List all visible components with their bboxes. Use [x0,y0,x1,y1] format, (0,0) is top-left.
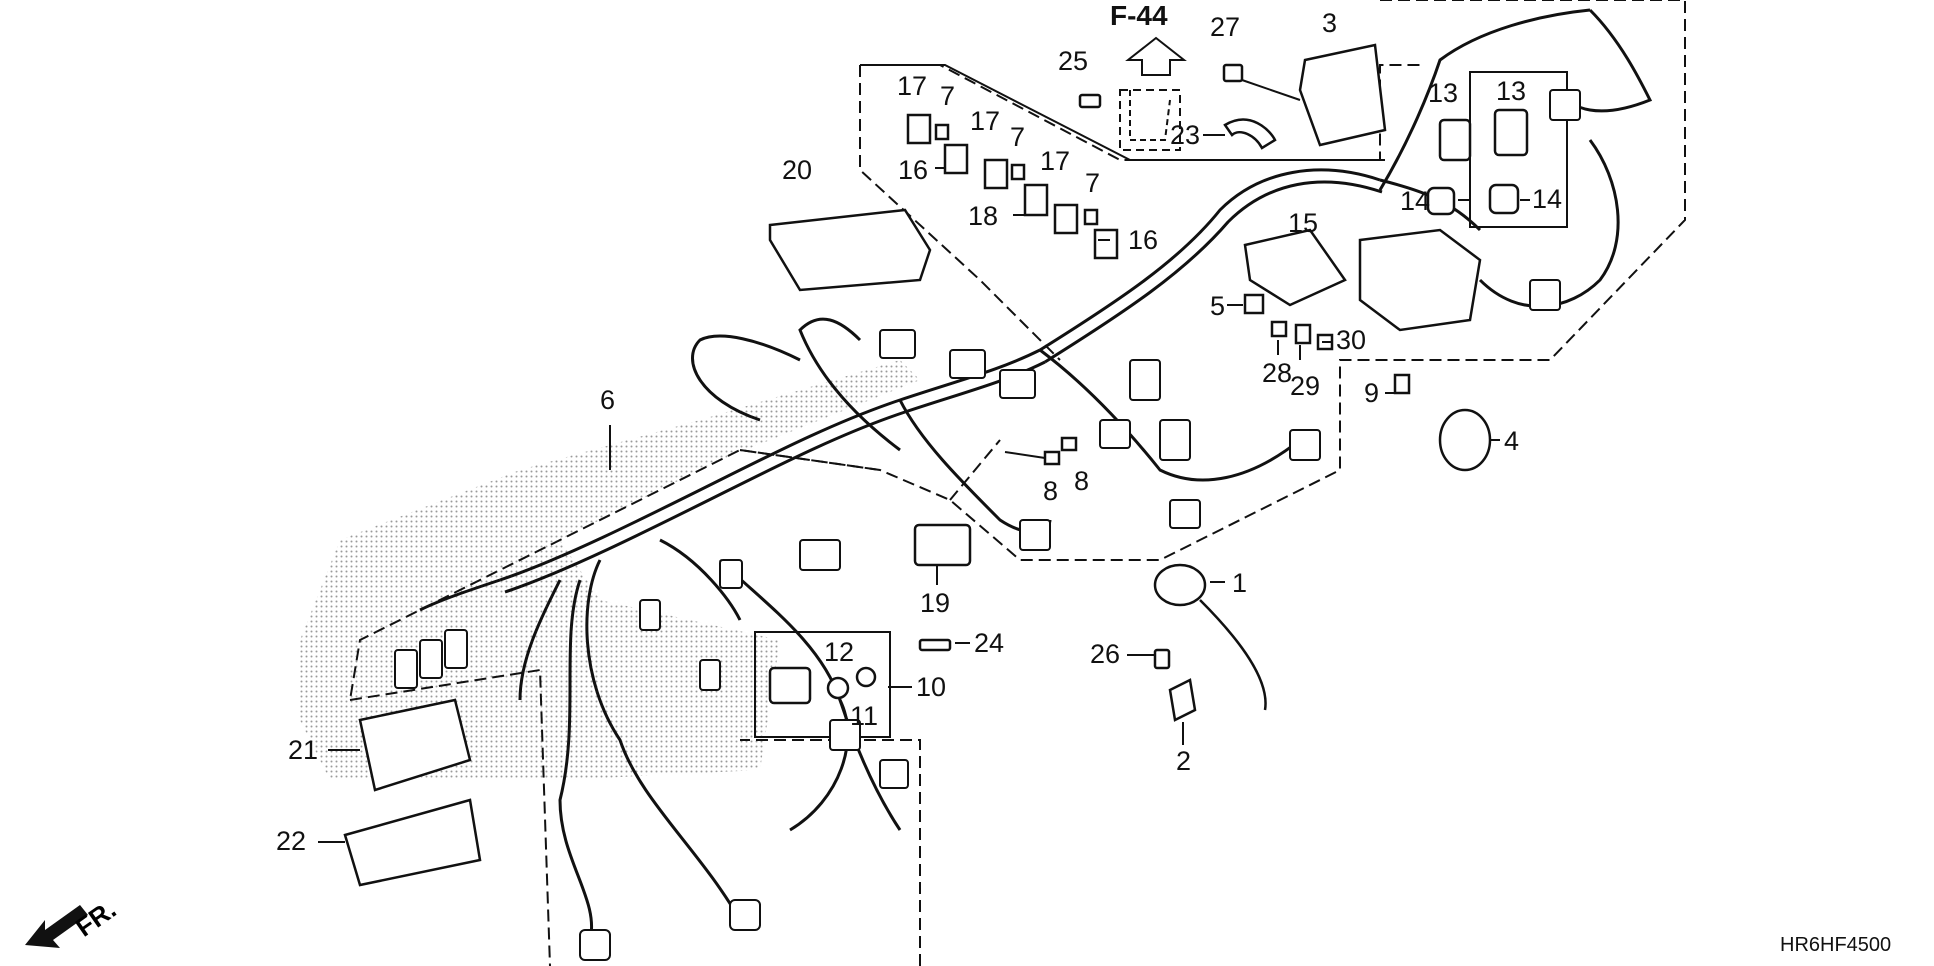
callout-7c: 7 [1085,168,1101,198]
part-3-ecu [1298,43,1387,147]
callout-25: 25 [1058,46,1089,76]
front-direction-arrow [25,905,88,948]
callout-14a: 14 [1400,186,1431,216]
f44-box [1119,89,1181,151]
callout-16a: 16 [898,155,929,185]
part-14b [1488,183,1520,215]
relay-rack-box [860,64,1385,161]
stipple-background [300,360,920,780]
drawing-code: HR6HF4500 [1780,934,1892,956]
callout-30: 30 [1336,325,1367,355]
part-11 [855,666,877,688]
part-2-plug-cap [1168,678,1197,722]
callout-7a: 7 [940,81,956,111]
callout-17a: 17 [897,71,928,101]
part-21 [358,698,472,792]
callout-5: 5 [1210,291,1226,321]
part-8a [1043,450,1061,466]
callout-14b: 14 [1532,184,1563,214]
part-29 [1294,323,1312,345]
callout-11: 11 [850,701,879,731]
callout-26: 26 [1090,639,1121,669]
callout-9: 9 [1364,378,1380,408]
part-27-bolt [1222,63,1244,83]
part-4-coil [1438,408,1492,472]
callout-13a: 13 [1428,78,1459,108]
callout-16b: 16 [1128,225,1159,255]
part-13b [1493,108,1529,157]
callout-23: 23 [1170,120,1201,150]
callout-2: 2 [1176,746,1192,776]
group-outlines [349,0,1686,966]
leader-lines [318,79,1530,843]
callout-4: 4 [1504,426,1520,456]
callout-7b: 7 [1010,122,1026,152]
f44-dashed-pointer [1129,90,1171,141]
callout-21: 21 [288,735,319,765]
harness-connectors [394,89,1581,961]
callout-18: 18 [968,201,999,231]
part-13a [1438,118,1472,162]
part-5 [1243,293,1265,315]
part-24-bolt [918,638,952,652]
callout-19: 19 [920,588,951,618]
part-19 [913,523,972,567]
callout-12: 12 [824,637,855,667]
part-26-bolt [1153,648,1171,670]
part-20-cover [768,208,932,292]
part-10-switch [768,666,812,705]
switch-group-box [754,631,891,738]
callout-3: 3 [1322,8,1338,38]
part-9 [1393,373,1411,395]
part-group-boxes [754,64,1568,738]
callout-27: 27 [1210,12,1241,42]
part-28 [1270,320,1288,338]
part-8b [1060,436,1078,452]
callout-1: 1 [1232,568,1248,598]
callout-20: 20 [782,155,813,185]
part-23-band [1223,118,1277,150]
part-1-ignition-coil [1153,563,1207,607]
main-fuse-box [1358,228,1482,332]
callout-8a: 8 [1043,476,1059,506]
part-22 [343,798,482,887]
callout-17b: 17 [970,106,1001,136]
callout-13b: 13 [1496,76,1527,106]
callout-10: 10 [916,672,947,702]
callout-22: 22 [276,826,307,856]
callout-15: 15 [1288,208,1319,238]
callout-8b: 8 [1074,466,1090,496]
reference-label-f44: F-44 [1110,0,1168,31]
callout-29: 29 [1290,371,1321,401]
part-14a [1426,186,1456,216]
part-15-fuse-box [1243,228,1347,307]
part-12 [826,676,850,700]
callout-24: 24 [974,628,1005,658]
callout-17c: 17 [1040,146,1071,176]
f44-arrow [1125,36,1187,76]
parts [343,43,1529,887]
part-25-bolt [1078,93,1102,109]
callout-6: 6 [600,385,616,415]
callout-28: 28 [1262,358,1293,388]
